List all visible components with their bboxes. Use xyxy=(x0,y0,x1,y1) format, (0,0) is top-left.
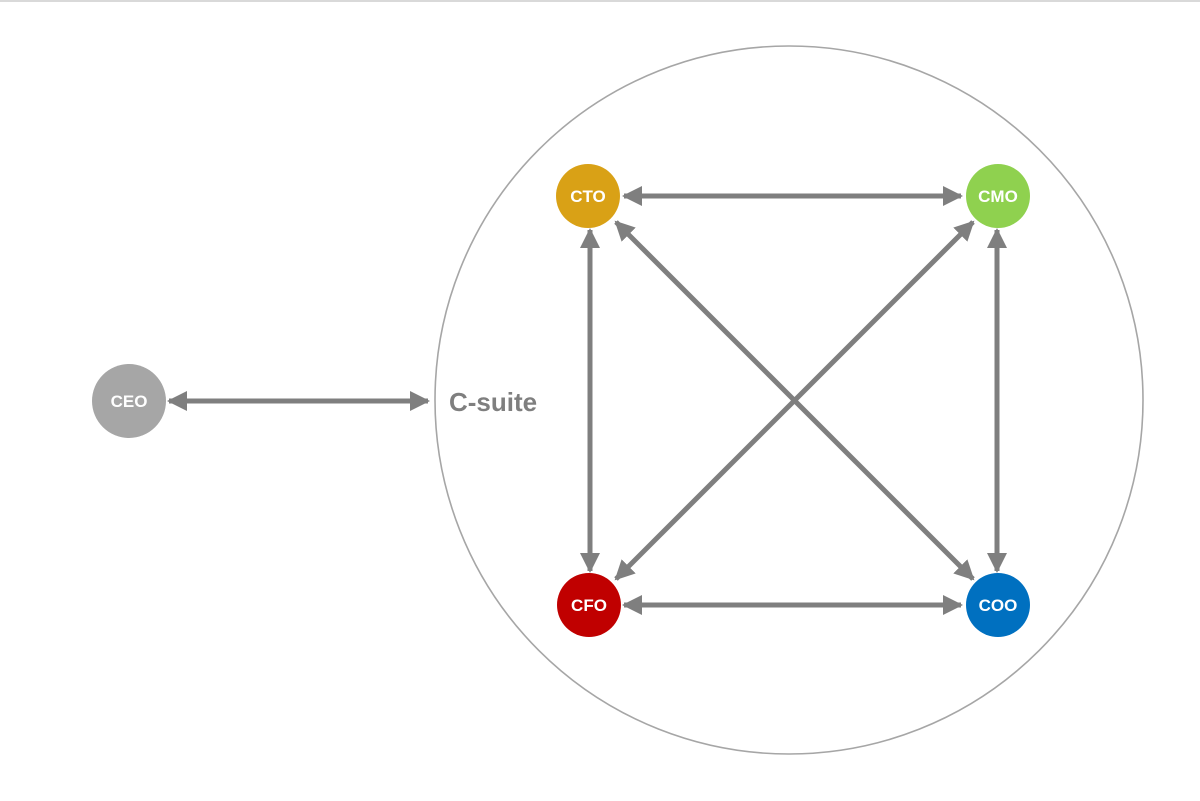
node-cmo: CMO xyxy=(966,164,1030,228)
cmo-node-circle xyxy=(966,164,1030,228)
coo-node-circle xyxy=(966,573,1030,637)
edges xyxy=(167,186,1007,615)
top-divider xyxy=(0,0,1200,2)
node-coo: COO xyxy=(966,573,1030,637)
c-suite-label: C-suite xyxy=(449,387,537,417)
edge-cmo-cfo xyxy=(614,220,975,581)
c-suite-group-circle xyxy=(434,45,1144,755)
cfo-node-circle xyxy=(557,573,621,637)
ceo-node-label: CEO xyxy=(111,392,148,411)
node-cfo: CFO xyxy=(557,573,621,637)
node-ceo: CEO xyxy=(92,364,166,438)
ceo-node-circle xyxy=(92,364,166,438)
cfo-node-label: CFO xyxy=(571,596,607,615)
cto-node-circle xyxy=(556,164,620,228)
node-cto: CTO xyxy=(556,164,620,228)
cto-node-label: CTO xyxy=(570,187,606,206)
cmo-node-label: CMO xyxy=(978,187,1018,206)
coo-node-label: COO xyxy=(979,596,1018,615)
